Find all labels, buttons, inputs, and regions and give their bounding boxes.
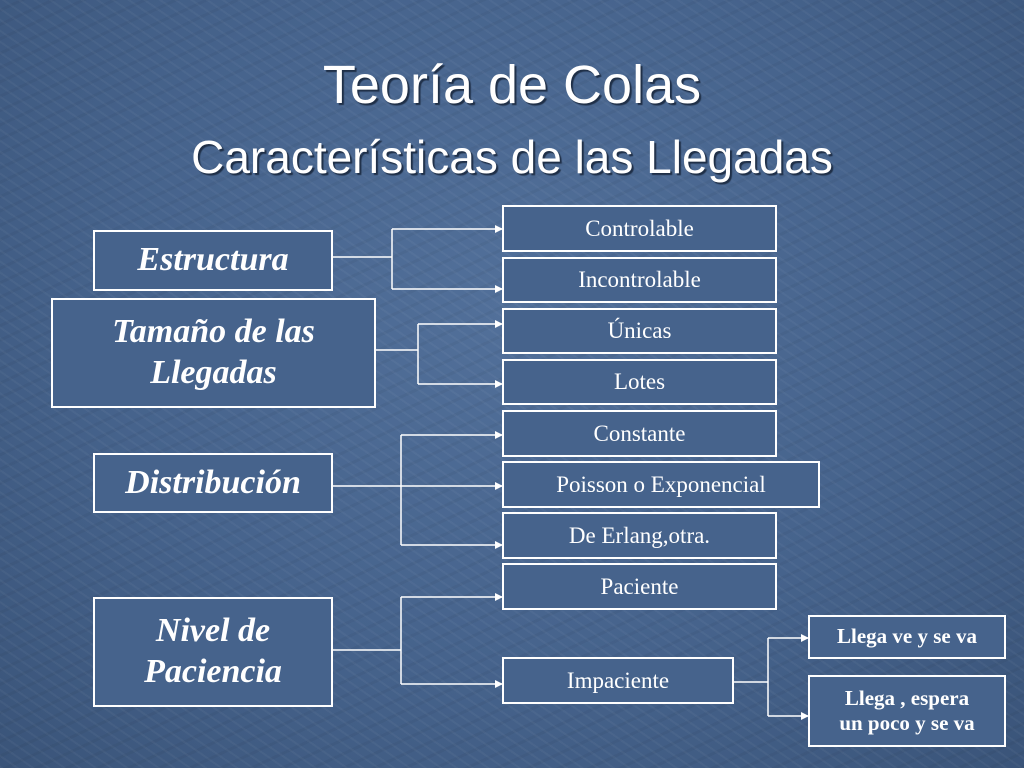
category-tamano: Tamaño de las Llegadas xyxy=(51,298,376,408)
option-lotes-label: Lotes xyxy=(613,369,666,395)
category-tamano-label-1: Tamaño de las xyxy=(112,313,315,351)
slide-title: Teoría de Colas xyxy=(322,55,702,115)
option-erlang: De Erlang,otra. xyxy=(502,512,777,559)
option-unicas-label: Únicas xyxy=(607,318,672,344)
category-tamano-label-2: Llegadas xyxy=(150,354,277,391)
category-distribucion: Distribución xyxy=(93,453,333,513)
option-unicas: Únicas xyxy=(502,308,777,354)
category-estructura: Estructura xyxy=(93,230,333,291)
category-paciencia-label-2: Paciencia xyxy=(144,653,282,690)
option-impaciente: Impaciente xyxy=(502,657,734,704)
option-poisson-label: Poisson o Exponencial xyxy=(556,471,766,497)
option-llega-ve-label: Llega ve y se va xyxy=(837,624,977,649)
option-constante: Constante xyxy=(502,410,777,457)
option-llega-espera-label-1: Llega , espera xyxy=(844,685,970,710)
option-llega-ve: Llega ve y se va xyxy=(808,615,1006,659)
option-controlable: Controlable xyxy=(502,205,777,252)
option-poisson: Poisson o Exponencial xyxy=(502,461,820,508)
option-llega-espera: Llega , espera un poco y se va xyxy=(808,675,1006,747)
category-estructura-label: Estructura xyxy=(137,241,289,279)
option-incontrolable-label: Incontrolable xyxy=(578,267,701,293)
slide-subtitle: Características de las Llegadas xyxy=(191,131,833,183)
option-controlable-label: Controlable xyxy=(585,215,694,241)
option-llega-espera-label-2: un poco y se va xyxy=(839,711,975,735)
option-constante-label: Constante xyxy=(593,420,686,446)
category-paciencia-label-1: Nivel de xyxy=(155,612,271,650)
category-distribucion-label: Distribución xyxy=(125,463,301,501)
option-lotes: Lotes xyxy=(502,359,777,405)
option-paciente: Paciente xyxy=(502,563,777,610)
option-paciente-label: Paciente xyxy=(600,573,679,599)
option-erlang-label: De Erlang,otra. xyxy=(568,522,711,548)
option-incontrolable: Incontrolable xyxy=(502,257,777,303)
option-impaciente-label: Impaciente xyxy=(566,667,670,693)
category-paciencia: Nivel de Paciencia xyxy=(93,597,333,707)
